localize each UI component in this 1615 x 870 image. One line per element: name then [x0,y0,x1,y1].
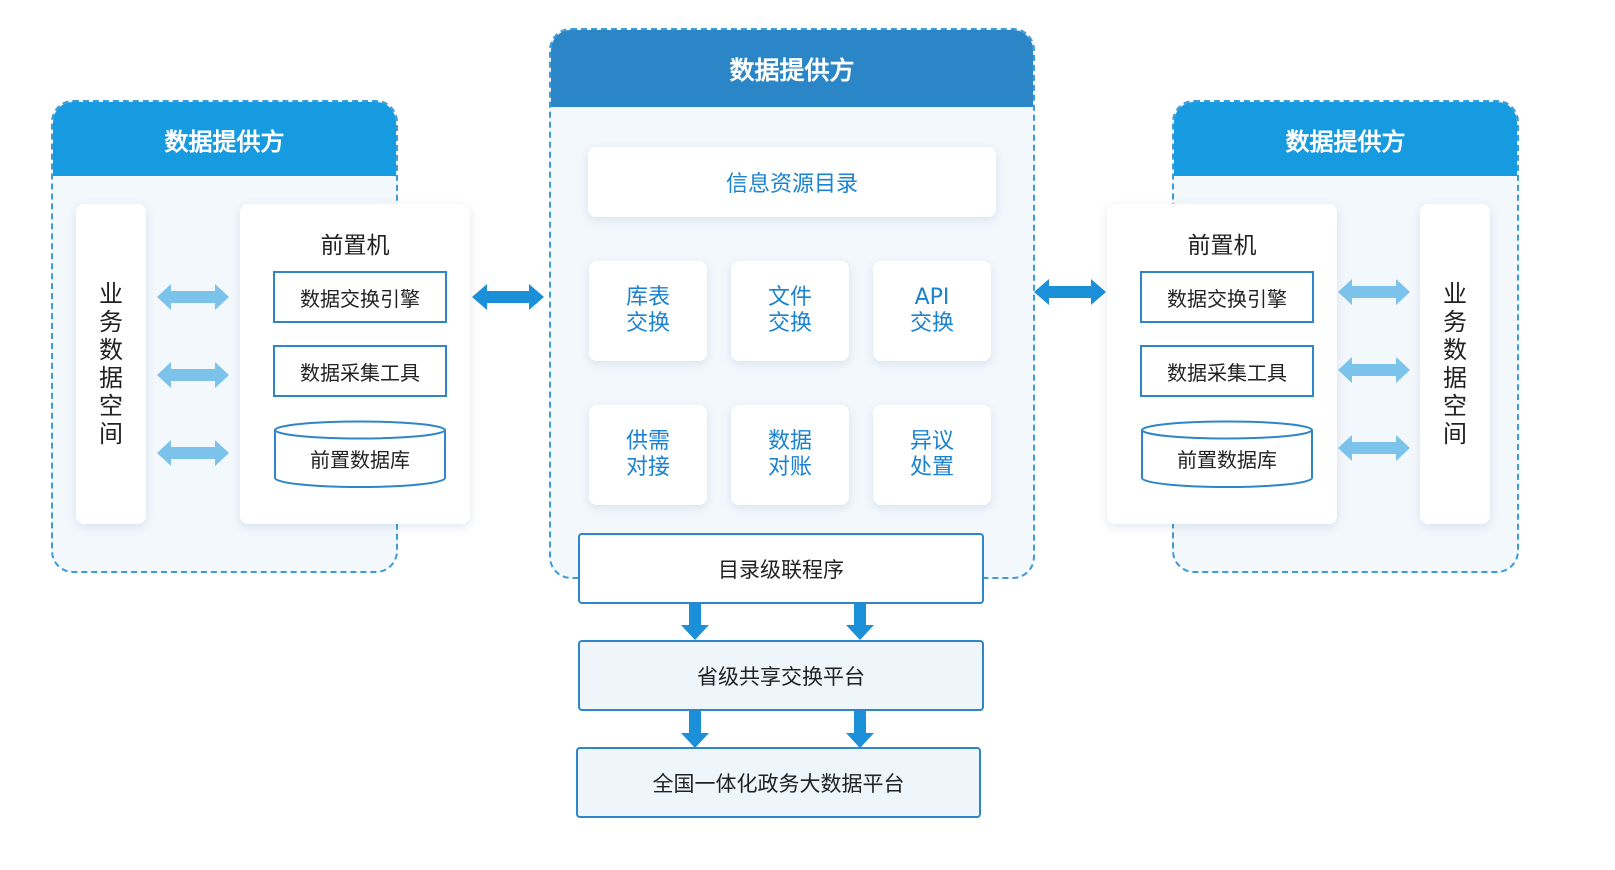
right-double-arrow-2-icon [1338,357,1410,383]
left-space-char: 据 [99,364,123,392]
left-database-label: 前置数据库 [310,448,410,472]
left-collection-tool-box: 数据采集工具 [273,345,447,397]
center-panel-header: 数据提供方 [551,30,1033,107]
down-arrow-4-icon [846,711,874,748]
left-panel-header: 数据提供方 [53,102,396,176]
tile-line: 交换 [625,311,670,336]
right-front-machine-title: 前置机 [1187,233,1257,259]
left-double-arrow-2-icon [157,362,229,388]
right-exchange-engine-box: 数据交换引擎 [1140,271,1314,323]
provincial-platform-box: 省级共享交换平台 [578,640,984,711]
left-space-char: 务 [99,308,123,336]
right-space-char: 据 [1443,364,1467,392]
right-space-char: 空 [1443,392,1467,420]
left-double-arrow-1-icon [157,284,229,310]
left-exchange-engine-box: 数据交换引擎 [273,271,447,323]
left-space-char: 数 [99,336,123,364]
right-panel-header: 数据提供方 [1174,102,1517,176]
right-space-char: 务 [1443,308,1467,336]
left-front-machine-title: 前置机 [320,233,390,259]
left-database-cylinder-icon [274,420,446,488]
right-front-machine: 前置机 数据交换引擎 数据采集工具 前置数据库 [1107,204,1337,524]
tile-line: 异议 [909,429,954,454]
tile-line: 对账 [767,455,812,480]
down-arrow-2-icon [846,603,874,640]
right-space-char: 间 [1443,420,1467,448]
right-database-label: 前置数据库 [1177,448,1277,472]
provincial-platform-label: 省级共享交换平台 [697,664,865,689]
down-arrow-1-icon [681,603,709,640]
tile-line: 数据 [767,429,812,454]
tile-line: 供需 [625,429,670,454]
tile-line: 交换 [909,311,954,336]
left-space-char: 间 [99,420,123,448]
down-arrow-3-icon [681,711,709,748]
left-double-arrow-3-icon [157,440,229,466]
left-space-char: 业 [99,280,123,308]
left-center-double-arrow-icon [472,284,544,310]
left-business-data-space: 业 务 数 据 空 间 [76,204,146,524]
tile-table-exchange: 库表交换 [589,261,707,361]
tile-line: 处置 [909,455,954,480]
left-space-char: 空 [99,392,123,420]
right-collection-tool-box: 数据采集工具 [1140,345,1314,397]
tile-file-exchange: 文件交换 [731,261,849,361]
right-space-char: 数 [1443,336,1467,364]
catalog-cascade-box: 目录级联程序 [578,533,984,604]
tile-line: 交换 [767,311,812,336]
right-double-arrow-1-icon [1338,279,1410,305]
right-business-data-space: 业 务 数 据 空 间 [1420,204,1490,524]
tile-supply-demand: 供需对接 [589,405,707,505]
national-platform-label: 全国一体化政务大数据平台 [652,771,905,796]
tile-objection-handling: 异议处置 [873,405,991,505]
left-front-machine: 前置机 数据交换引擎 数据采集工具 前置数据库 [240,204,470,524]
right-space-char: 业 [1443,280,1467,308]
right-database-cylinder-icon [1141,420,1313,488]
tile-line: 对接 [625,455,670,480]
right-double-arrow-3-icon [1338,435,1410,461]
tile-line: 文件 [767,285,812,310]
national-platform-box: 全国一体化政务大数据平台 [576,747,981,818]
tile-line: 库表 [625,285,670,310]
catalog-cascade-label: 目录级联程序 [718,557,844,582]
tile-data-reconciliation: 数据对账 [731,405,849,505]
center-right-double-arrow-icon [1034,279,1106,305]
resource-catalog-box: 信息资源目录 [588,147,996,217]
tile-line: API [914,285,950,310]
resource-catalog-label: 信息资源目录 [725,172,858,197]
